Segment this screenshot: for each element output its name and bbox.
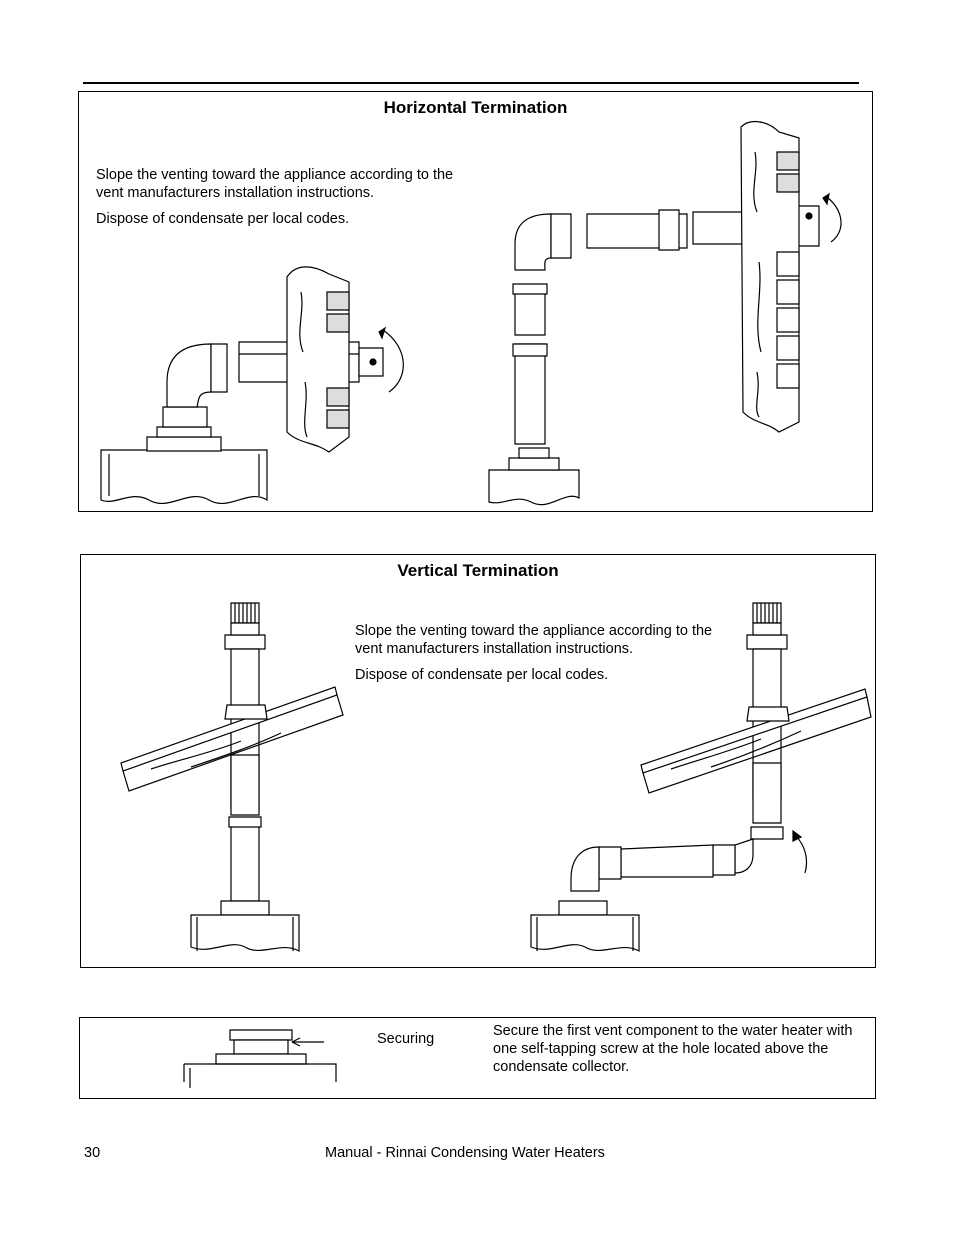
securing-label: Securing <box>377 1031 435 1047</box>
securing-diagram <box>180 1026 350 1096</box>
vertical-termination-title: Vertical Termination <box>397 561 559 580</box>
horizontal-vent-diagram-1 <box>79 92 874 513</box>
slope-instruction: Slope the venting toward the appliance a… <box>96 167 454 201</box>
page-number: 30 <box>84 1145 101 1161</box>
horizontal-termination-panel: Horizontal Termination Slope the venting… <box>78 91 873 512</box>
horizontal-vent-diagram-2 <box>79 92 874 513</box>
vertical-vent-diagram-2 <box>81 555 877 969</box>
securing-panel: Securing Secure the first vent component… <box>79 1017 876 1099</box>
condensate-instruction: Dispose of condensate per local codes. <box>355 667 609 683</box>
securing-description: Secure the first vent component to the w… <box>493 1023 853 1075</box>
slope-instruction: Slope the venting toward the appliance a… <box>355 623 713 657</box>
vertical-termination-panel: Vertical Termination Slope the venting t… <box>80 554 876 968</box>
condensate-instruction: Dispose of condensate per local codes. <box>96 211 350 227</box>
vertical-vent-diagram-1 <box>81 555 877 969</box>
vertical-instructions: Slope the venting toward the appliance a… <box>355 622 725 692</box>
horizontal-termination-title: Horizontal Termination <box>383 98 568 117</box>
manual-title: Manual - Rinnai Condensing Water Heaters <box>325 1145 605 1161</box>
header-rule <box>83 82 859 84</box>
horizontal-instructions: Slope the venting toward the appliance a… <box>96 166 466 236</box>
